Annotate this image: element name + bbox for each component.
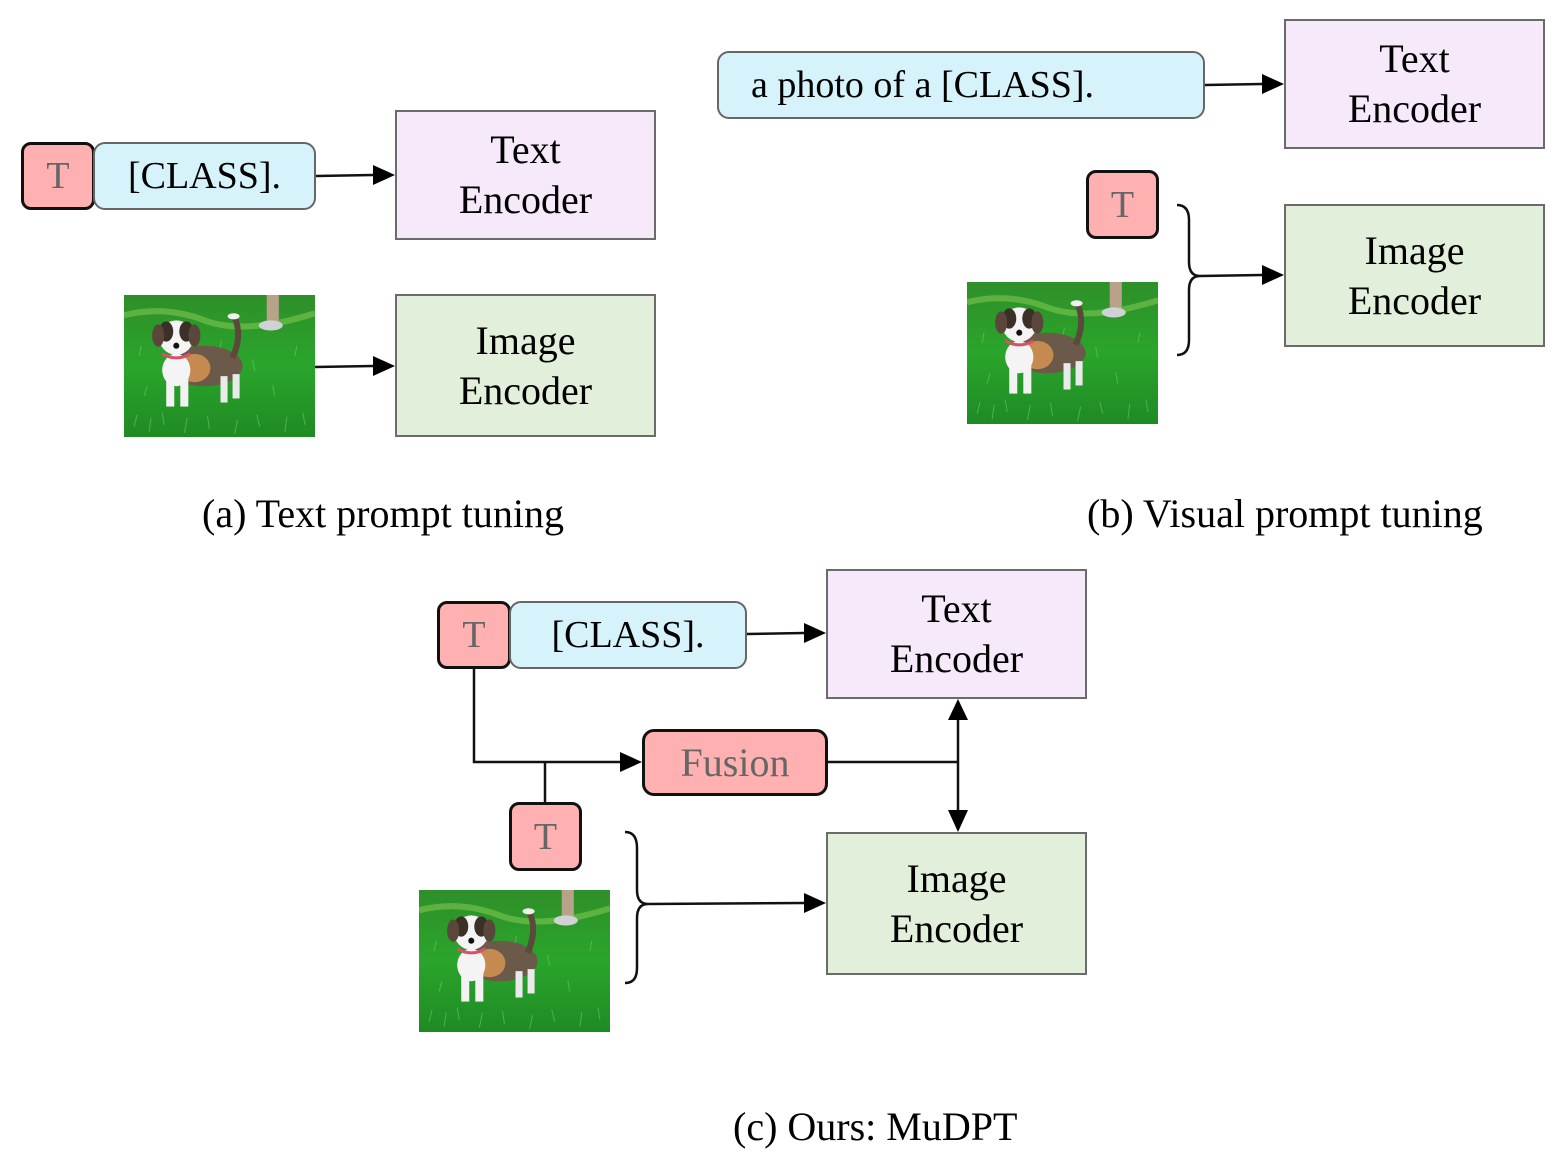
encoder-label-line2: Encoder	[1347, 277, 1482, 323]
arrowhead	[620, 752, 642, 772]
text-encoder-box: Text Encoder	[826, 569, 1087, 699]
encoder-label-line2: Encoder	[889, 905, 1024, 951]
learnable-text-token: T	[437, 601, 511, 669]
arrowhead	[1262, 265, 1284, 285]
learnable-visual-token: T	[509, 802, 582, 871]
prompt-text: [CLASS].	[127, 155, 282, 197]
class-prompt-box: [CLASS].	[509, 601, 747, 669]
encoder-label-line2: Encoder	[1347, 86, 1482, 131]
arrowhead-up	[948, 699, 968, 720]
fusion-label: Fusion	[680, 740, 790, 785]
encoder-label-line1: Text	[921, 586, 992, 631]
text-encoder-box: Text Encoder	[395, 110, 656, 240]
image-encoder-box: Image Encoder	[395, 294, 656, 437]
class-prompt-box: [CLASS].	[93, 142, 316, 210]
handcrafted-prompt-box: a photo of a [CLASS].	[717, 51, 1205, 119]
fusion-module-box: Fusion	[642, 729, 828, 796]
token-label: T	[46, 155, 70, 197]
encoder-label-line2: Encoder	[458, 177, 593, 222]
text-encoder-box: Text Encoder	[1284, 19, 1545, 149]
arrow-prompt-to-text-encoder	[315, 173, 374, 178]
encoder-label-line1: Text	[1379, 36, 1450, 81]
arrow-prompt-to-text-encoder	[746, 631, 805, 636]
arrowhead	[804, 623, 826, 643]
image-encoder-box: Image Encoder	[826, 832, 1087, 975]
encoder-label-line2: Encoder	[889, 636, 1024, 681]
text-token-to-fusion-line	[472, 669, 620, 764]
token-label: T	[462, 614, 486, 656]
curly-brace	[1176, 203, 1201, 357]
arrow-brace-to-image-encoder	[647, 901, 805, 906]
arrow-image-to-image-encoder	[314, 364, 374, 369]
token-label: T	[533, 815, 558, 858]
curly-brace	[624, 830, 649, 985]
arrowhead	[1262, 74, 1284, 94]
encoder-label-line1: Image	[475, 317, 576, 363]
arrow-prompt-to-text-encoder	[1204, 82, 1263, 87]
image-encoder-box: Image Encoder	[1284, 204, 1545, 347]
arrowhead	[804, 893, 826, 913]
arrow-brace-to-image-encoder	[1199, 273, 1263, 278]
learnable-visual-token: T	[1086, 170, 1159, 239]
token-label: T	[1110, 183, 1135, 226]
arrowhead	[373, 356, 395, 376]
learnable-text-token: T	[21, 142, 95, 210]
panel-b-caption: (b) Visual prompt tuning	[1087, 491, 1483, 536]
panel-a-caption: (a) Text prompt tuning	[202, 491, 564, 536]
encoder-label-line1: Image	[1364, 227, 1465, 273]
arrowhead	[373, 165, 395, 185]
encoder-label-line1: Text	[490, 127, 561, 172]
encoder-label-line1: Image	[906, 855, 1007, 901]
arrowhead-down	[948, 810, 968, 832]
panel-c-caption: (c) Ours: MuDPT	[733, 1104, 1018, 1149]
prompt-text: a photo of a [CLASS].	[751, 64, 1095, 106]
prompt-text: [CLASS].	[551, 614, 705, 656]
encoder-label-line2: Encoder	[458, 367, 593, 413]
